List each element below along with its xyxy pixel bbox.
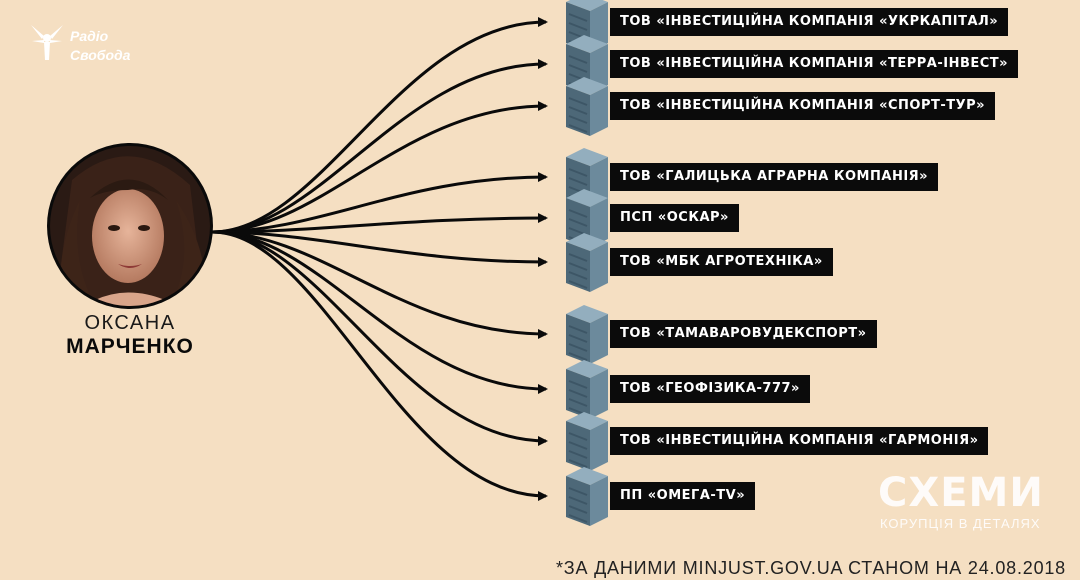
- company-label: ТОВ «ІНВЕСТИЦІЙНА КОМПАНІЯ «СПОРТ-ТУР»: [610, 92, 996, 120]
- building-icon: [566, 305, 608, 364]
- connection-arrow: [211, 230, 548, 446]
- building-icon: [566, 233, 608, 292]
- company-label: ТОВ «ТАМАВАРОВУДЕКСПОРТ»: [610, 320, 877, 348]
- source-footnote: *ЗА ДАНИМИ MINJUST.GOV.UA СТАНОМ НА 24.0…: [555, 558, 1066, 578]
- connection-arrow: [211, 230, 548, 501]
- radio-svoboda-wordmark[interactable]: Радіо Свобода: [70, 27, 130, 65]
- building-icon: [566, 360, 608, 419]
- company-label: ПП «ОМЕГА-TV»: [610, 482, 756, 510]
- radio-line2: Свобода: [70, 47, 131, 63]
- connection-arrow: [211, 172, 548, 234]
- connection-arrows: [211, 17, 548, 501]
- company-label: ТОВ «ГАЛИЦЬКА АГРАРНА КОМПАНІЯ»: [610, 163, 939, 191]
- connection-arrow: [211, 59, 548, 234]
- connection-arrow: [211, 230, 548, 267]
- radio-line1: Радіо: [70, 28, 109, 44]
- connection-arrow: [211, 213, 548, 234]
- connection-arrow: [211, 230, 548, 394]
- radio-svoboda-logo[interactable]: [31, 25, 63, 60]
- person-last-name: МАРЧЕНКО: [66, 335, 194, 358]
- building-icon: [566, 412, 608, 471]
- schemy-tagline: КОРУПЦІЯ В ДЕТАЛЯХ: [880, 516, 1041, 531]
- person-first-name: ОКСАНА: [84, 312, 176, 334]
- building-icon: [566, 77, 608, 136]
- company-label: ТОВ «ІНВЕСТИЦІЙНА КОМПАНІЯ «ТЕРРА-ІНВЕСТ…: [610, 50, 1019, 78]
- company-label: ТОВ «ІНВЕСТИЦІЙНА КОМПАНІЯ «УКРКАПІТАЛ»: [610, 8, 1009, 36]
- connection-arrow: [211, 230, 548, 339]
- schemy-logo: СХЕМИ: [878, 470, 1044, 516]
- building-icons: [566, 0, 608, 526]
- company-label: ТОВ «ІНВЕСТИЦІЙНА КОМПАНІЯ «ГАРМОНІЯ»: [610, 427, 989, 455]
- company-label: ТОВ «МБК АГРОТЕХНІКА»: [610, 248, 833, 276]
- connection-arrow: [211, 17, 548, 234]
- company-label: ПСП «ОСКАР»: [610, 204, 739, 232]
- building-icon: [566, 467, 608, 526]
- person-portrait: [47, 143, 213, 309]
- company-label: ТОВ «ГЕОФІЗИКА-777»: [610, 375, 810, 403]
- connection-arrow: [211, 101, 548, 234]
